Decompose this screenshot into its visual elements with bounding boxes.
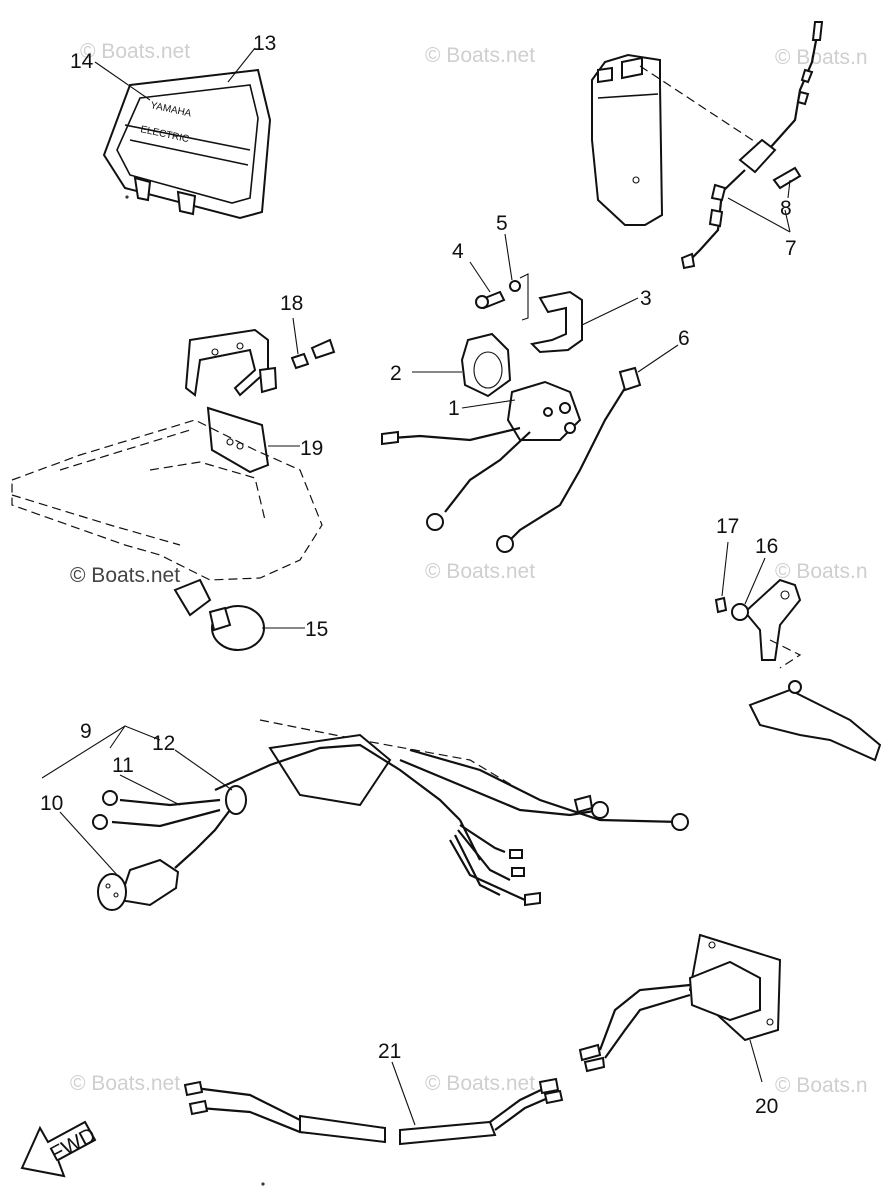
leader-9-11-12 [41,725,161,779]
leader-4 [469,261,491,293]
leader-17 [721,541,729,597]
bolt-guide [519,273,529,321]
watermark-top-right: © Boats.n [775,46,868,69]
fuse-lead-dash [639,65,761,146]
leader-11 [119,774,181,806]
speck [261,1182,265,1186]
bolt-4 [475,290,506,310]
harness-main [214,719,689,907]
clip-17 [714,596,728,614]
callout-12: 12 [152,732,175,755]
leader-10 [59,811,119,877]
relay-wire-a-terminal [381,430,399,446]
harness-grommet [174,785,247,869]
leader-6 [637,344,679,373]
watermark-top-left: © Boats.net [80,40,190,63]
switch-20-wire-a [598,983,691,1051]
plug-15 [208,605,265,651]
relay-wire-b [444,431,531,513]
callout-21: 21 [378,1040,401,1063]
ring-wires-11 [92,790,221,830]
leader-16 [744,557,766,605]
leader-13 [227,47,256,83]
callout-19: 19 [300,437,323,460]
callout-11: 11 [112,754,134,777]
bottom-cowling [11,419,323,617]
speck [125,195,129,199]
callout-9: 9 [80,720,92,743]
leader-14 [94,61,151,101]
fuse-holder [680,21,824,270]
relay-wire-b-ring [426,513,444,531]
callout-17: 17 [716,515,739,538]
cable-6 [509,379,631,541]
watermark-bottom-right: © Boats.n [775,1074,868,1097]
callout-6: 6 [678,327,690,350]
callout-16: 16 [755,535,778,558]
callout-5: 5 [496,212,508,235]
callout-18: 18 [280,292,303,315]
leader-5 [504,233,513,281]
switch-20 [688,933,782,1042]
lead-wire-21 [183,1077,564,1146]
leader-18 [292,317,299,355]
cowl-bracket [184,328,278,397]
switch-20-terminal-a [578,1043,602,1062]
callout-15: 15 [305,618,328,641]
callout-13: 13 [253,32,276,55]
connector-10 [97,858,180,911]
emblem-panel: YAMAHA ELECTRIC [102,68,272,220]
module-19 [206,406,270,474]
bracket-3 [529,290,583,354]
callout-3: 3 [640,287,652,310]
callout-14: 14 [70,50,94,73]
leader-1 [461,399,516,409]
callout-1: 1 [448,397,460,420]
fwd-arrow: FWD [20,1120,100,1178]
watermark-middle-center: © Boats.net [425,560,535,583]
callout-8: 8 [780,197,792,220]
clamp-band-2 [460,332,512,398]
washer-5 [509,280,521,292]
switch-20-wire-b [604,993,691,1059]
switch-20-terminal-b [583,1056,606,1073]
throttle-link [743,578,882,762]
watermark-bottom-left: © Boats.net [70,1072,180,1095]
relay-wire-a [391,426,521,442]
watermark-bottom-middle: © Boats.net [425,1072,535,1095]
callout-4: 4 [452,240,464,263]
callout-7: 7 [785,237,797,260]
watermark-top-middle: © Boats.net [425,44,535,67]
watermark-middle-left: © Boats.net [70,564,180,587]
callout-10: 10 [40,792,63,815]
cable-6-ring [496,535,514,553]
battery-box [591,53,664,226]
leader-21 [391,1061,416,1126]
leader-3 [581,297,639,326]
leader-8 [787,179,791,199]
nut-18 [290,338,336,370]
callout-2: 2 [390,362,402,385]
leader-20 [749,1039,763,1083]
cable-6-boot [618,366,642,392]
washer-16 [731,603,749,621]
watermark-middle-right: © Boats.n [775,560,868,583]
leader-12 [174,749,233,791]
starter-relay-1 [506,380,582,441]
leader-7 [727,197,791,233]
callout-20: 20 [755,1095,778,1118]
